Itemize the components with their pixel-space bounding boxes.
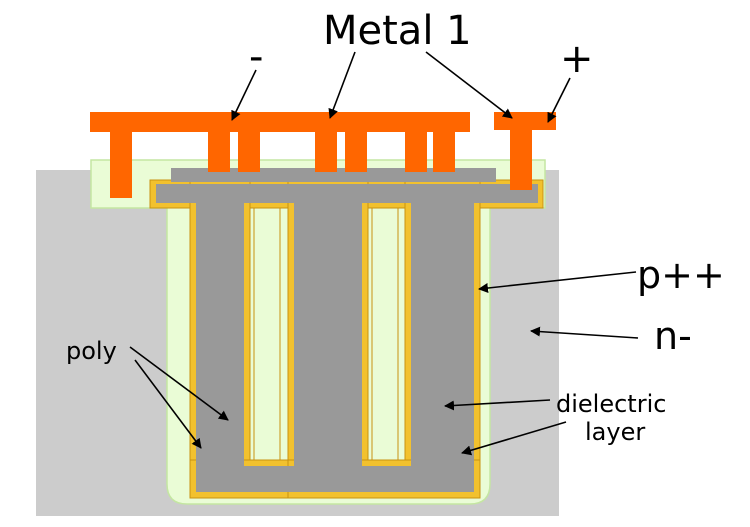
arrow-icon <box>129 51 639 456</box>
minus-terminal-label: - <box>249 34 263 80</box>
p-plus-plus-fingers <box>253 207 399 461</box>
poly-label: poly <box>66 337 117 365</box>
poly-comb <box>156 168 538 492</box>
dielectric-label: dielectric <box>556 390 666 418</box>
n-minus-label: n- <box>654 314 692 358</box>
plus-terminal-label: + <box>560 36 594 82</box>
p-plus-plus-label: p++ <box>637 253 725 297</box>
layer-label: layer <box>585 418 645 446</box>
metal-1-label: Metal 1 <box>323 8 472 54</box>
